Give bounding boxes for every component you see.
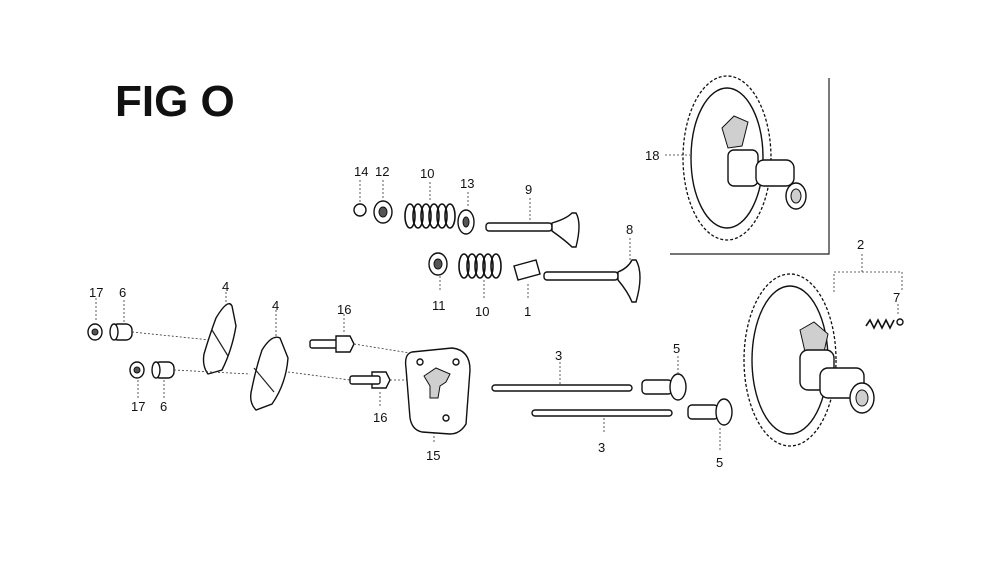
callout-7: 7 bbox=[893, 290, 900, 305]
callout-2: 2 bbox=[857, 237, 864, 252]
valve-spring-upper bbox=[404, 203, 456, 229]
figure-title: FIG O bbox=[115, 77, 235, 126]
callout-15: 15 bbox=[426, 448, 440, 463]
spring-retainer-lower bbox=[428, 252, 448, 276]
rocker-pivot-lower bbox=[151, 361, 175, 379]
callout-14: 14 bbox=[354, 164, 368, 179]
callout-16b: 16 bbox=[373, 410, 387, 425]
pushrod-lower bbox=[531, 409, 673, 417]
callout-10b: 10 bbox=[475, 304, 489, 319]
valve-guide bbox=[513, 259, 541, 281]
callout-3a: 3 bbox=[555, 348, 562, 363]
callout-8: 8 bbox=[626, 222, 633, 237]
callout-1: 1 bbox=[524, 304, 531, 319]
callout-11: 11 bbox=[432, 298, 446, 313]
callout-10a: 10 bbox=[420, 166, 434, 181]
callout-6b: 6 bbox=[160, 399, 167, 414]
camshaft-gear-lower bbox=[743, 273, 875, 447]
pivot-nut-upper bbox=[87, 323, 103, 341]
pushrod-guide-plate bbox=[404, 347, 471, 435]
callout-5b: 5 bbox=[716, 455, 723, 470]
callout-4b: 4 bbox=[272, 298, 279, 313]
callout-17b: 17 bbox=[131, 399, 145, 414]
callout-12: 12 bbox=[375, 164, 389, 179]
tappet-upper bbox=[641, 373, 687, 401]
camshaft-gear-upper bbox=[682, 75, 807, 241]
rocker-stud-lower bbox=[349, 371, 391, 389]
callout-16a: 16 bbox=[337, 302, 351, 317]
pivot-nut-lower bbox=[129, 361, 145, 379]
spring-retainer bbox=[373, 200, 393, 224]
tappet-lower bbox=[687, 398, 733, 426]
callout-4a: 4 bbox=[222, 279, 229, 294]
rocker-arm-1 bbox=[202, 303, 237, 375]
valve-lower bbox=[543, 259, 641, 303]
rocker-stud-upper bbox=[309, 335, 355, 353]
callout-13: 13 bbox=[460, 176, 474, 191]
valve-upper bbox=[485, 212, 580, 248]
valve-stem-seal bbox=[457, 209, 475, 235]
valve-cotter bbox=[353, 203, 367, 217]
callout-9: 9 bbox=[525, 182, 532, 197]
rocker-arm-2 bbox=[249, 336, 289, 411]
callout-17a: 17 bbox=[89, 285, 103, 300]
pushrod-upper bbox=[491, 384, 633, 392]
decompressor-spring bbox=[865, 318, 904, 330]
inset-frame bbox=[670, 78, 830, 255]
callout-6a: 6 bbox=[119, 285, 126, 300]
callout-5a: 5 bbox=[673, 341, 680, 356]
rocker-pivot-upper bbox=[109, 323, 133, 341]
callout-18: 18 bbox=[645, 148, 659, 163]
callout-3b: 3 bbox=[598, 440, 605, 455]
valve-spring-lower bbox=[458, 253, 502, 279]
